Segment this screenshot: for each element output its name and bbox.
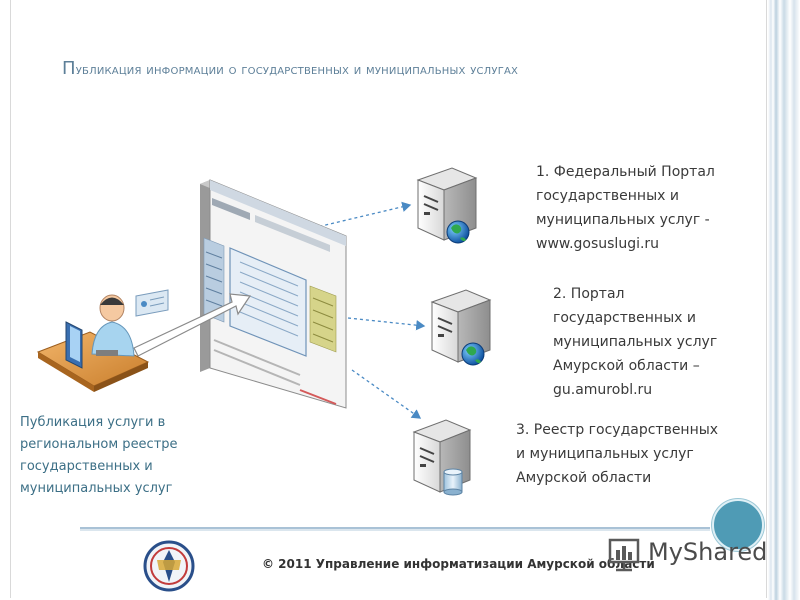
slide-title: Публикация информации о государственных …: [62, 58, 518, 79]
myshared-logo-icon: [608, 538, 640, 572]
footer-divider: [80, 527, 710, 531]
server-federal-portal: [416, 167, 478, 244]
database-icon: [443, 468, 463, 496]
decorative-circle: [712, 499, 764, 551]
title-first-letter: П: [62, 58, 76, 79]
emblem-logo: [143, 540, 195, 592]
globe-icon: [446, 220, 470, 244]
arrow-to-regional-portal: [347, 317, 426, 331]
publication-caption: Публикация услуги в региональном реестре…: [20, 415, 178, 496]
watermark-text: MyShared: [648, 538, 768, 566]
server-regional-portal: [430, 289, 492, 366]
slide-frame: [10, 0, 767, 598]
arrow-to-registry: [351, 369, 422, 419]
web-page-window: [200, 179, 347, 409]
decorative-stripes: [768, 0, 800, 600]
publish-arrow: [133, 293, 252, 357]
copyright-text: © 2011 Управление информатизации Амурско…: [262, 557, 655, 571]
federal-portal-label: 1. Федеральный Портал государственных и …: [536, 164, 715, 252]
globe-icon: [461, 342, 485, 366]
registry-label: 3. Реестр государственных и муниципальны…: [516, 422, 719, 486]
server-registry: [412, 419, 472, 496]
title-rest: убликация информации о государственных и…: [75, 62, 519, 78]
user-at-computer: [36, 289, 169, 392]
regional-portal-label: 2. Портал государственных и муниципальны…: [553, 286, 718, 398]
